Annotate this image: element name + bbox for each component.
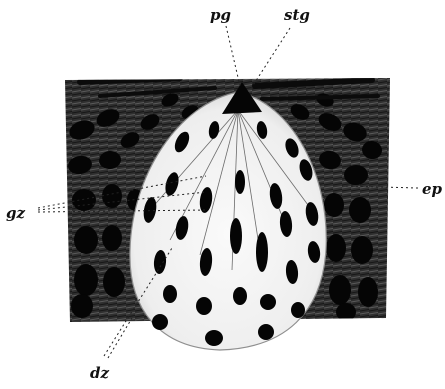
taste-bud-nucleus: [205, 330, 223, 346]
epithelial-nucleus: [72, 189, 96, 211]
taste-bud-nucleus: [163, 285, 177, 303]
epithelial-nucleus: [344, 165, 368, 185]
epithelial-nucleus: [102, 225, 122, 251]
epithelial-nucleus: [74, 226, 98, 254]
epithelial-nucleus: [349, 197, 371, 223]
taste-bud-nucleus: [233, 287, 247, 305]
epithelial-nucleus: [358, 277, 378, 307]
pointer-pg: [226, 26, 240, 86]
epithelial-nucleus: [351, 236, 373, 264]
label-stg: stg: [284, 6, 310, 24]
taste-bud-nucleus: [230, 218, 242, 254]
label-gz: gz: [6, 204, 25, 222]
epithelial-nucleus: [103, 267, 125, 297]
epithelial-nucleus: [336, 303, 356, 321]
pointer-dz-2: [108, 318, 132, 358]
taste-bud-nucleus: [196, 297, 212, 315]
label-ep: ep: [422, 180, 443, 198]
taste-bud-nucleus: [258, 324, 274, 340]
taste-bud-nucleus: [235, 170, 245, 194]
taste-bud-nucleus: [260, 294, 276, 310]
taste-bud-nucleus: [291, 302, 305, 318]
label-dz: dz: [90, 364, 109, 382]
epithelial-nucleus: [74, 264, 98, 296]
epithelial-nucleus: [71, 294, 93, 318]
taste-bud-nucleus: [152, 314, 168, 330]
epithelial-nucleus: [326, 234, 346, 262]
taste-bud-nucleus: [256, 232, 268, 272]
epithelial-nucleus: [324, 193, 344, 217]
label-pg: pg: [210, 6, 231, 24]
epithelial-nucleus: [329, 275, 351, 305]
epithelial-nucleus: [102, 184, 122, 208]
